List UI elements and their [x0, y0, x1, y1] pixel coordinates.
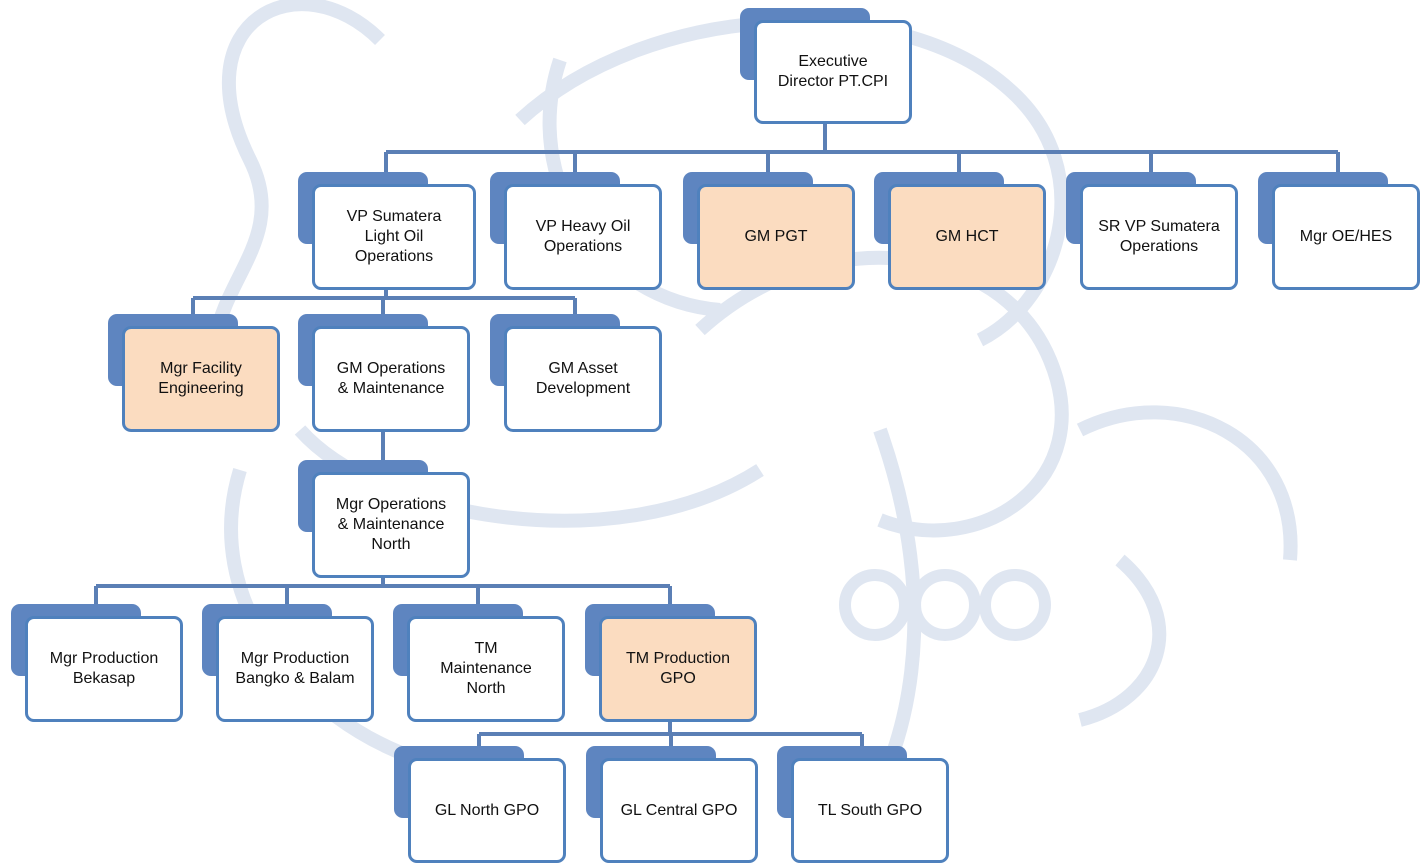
node-gm-asset-development: GM Asset Development [490, 314, 662, 432]
node-tl-south-gpo: TL South GPO [777, 746, 949, 863]
node-label: TL South GPO [817, 801, 923, 819]
node-label: GL Central GPO [620, 801, 738, 819]
node-vp-heavy-oil: VP Heavy Oil Operations [490, 172, 662, 290]
node-label: Mgr Facility Engineering [158, 360, 244, 397]
node-gl-central-gpo: GL Central GPO [586, 746, 758, 863]
node-label: TM Production GPO [625, 650, 731, 687]
node-label: GM HCT [935, 228, 999, 245]
node-gl-north-gpo: GL North GPO [394, 746, 566, 863]
node-sr-vp-sumatera: SR VP Sumatera Operations [1066, 172, 1238, 290]
node-label: Mgr OE/HES [1299, 228, 1393, 245]
node-label: TM Maintenance North [440, 640, 532, 697]
node-mgr-production-bekasap: Mgr Production Bekasap [11, 604, 183, 722]
node-label: SR VP Sumatera Operations [1098, 218, 1220, 255]
node-label: VP Heavy Oil Operations [535, 218, 631, 255]
node-vp-sumatera-light-oil: VP Sumatera Light Oil Operations [298, 172, 476, 290]
node-mgr-facility-engineering: Mgr Facility Engineering [108, 314, 280, 432]
node-gm-operations-maintenance: GM Operations & Maintenance [298, 314, 470, 432]
node-label: Mgr Production Bangko & Balam [235, 650, 355, 687]
node-label: Executive Director PT.CPI [777, 53, 889, 90]
node-gm-pgt: GM PGT [683, 172, 855, 290]
node-executive-director: Executive Director PT.CPI [740, 8, 912, 124]
node-label: GM Asset Development [535, 360, 631, 397]
node-label: GM Operations & Maintenance [336, 360, 446, 397]
node-label: Mgr Production Bekasap [49, 650, 159, 687]
node-tm-maintenance-north: TM Maintenance North [393, 604, 565, 722]
node-label: VP Sumatera Light Oil Operations [346, 208, 442, 265]
node-mgr-production-bangko-balam: Mgr Production Bangko & Balam [202, 604, 374, 722]
node-mgr-oe-hes: Mgr OE/HES [1258, 172, 1420, 290]
node-gm-hct: GM HCT [874, 172, 1046, 290]
node-label: Mgr Operations & Maintenance North [335, 496, 447, 553]
node-label: GM PGT [744, 228, 808, 245]
node-tm-production-gpo: TM Production GPO [585, 604, 757, 722]
node-mgr-operations-maintenance-north: Mgr Operations & Maintenance North [298, 460, 470, 578]
node-label: GL North GPO [434, 801, 540, 819]
